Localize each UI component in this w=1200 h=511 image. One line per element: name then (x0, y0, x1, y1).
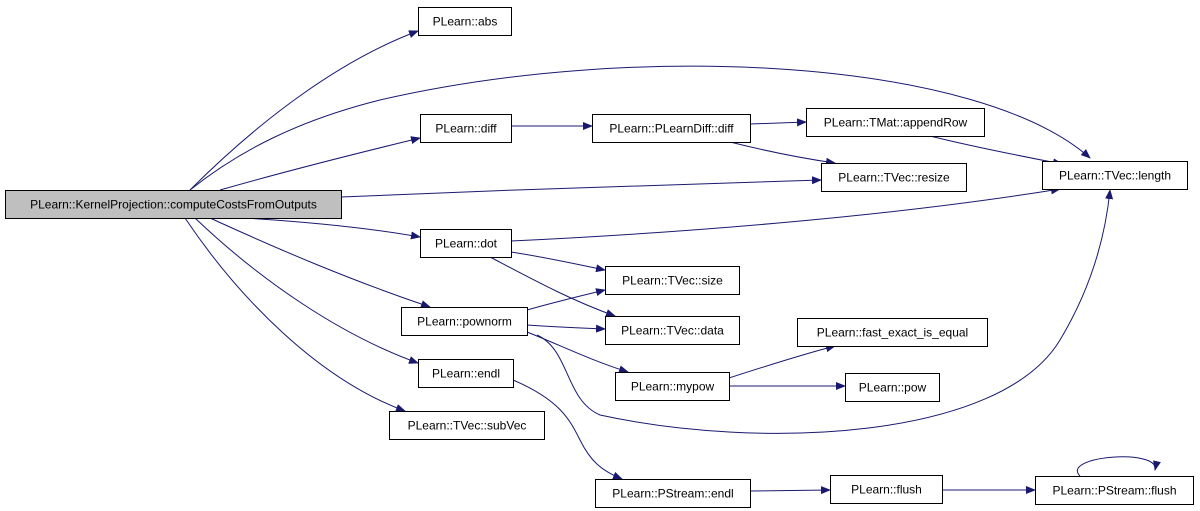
node-box (845, 373, 940, 402)
node-box (420, 114, 512, 143)
node-dot[interactable]: PLearn::dot (420, 229, 512, 258)
node-fastexact[interactable]: PLearn::fast_exact_is_equal (797, 318, 988, 347)
node-box (821, 163, 967, 192)
edge-mypow-to-fastexact (728, 344, 836, 379)
node-box (595, 479, 751, 508)
node-box (592, 114, 751, 143)
node-appendrow[interactable]: PLearn::TMat::appendRow (806, 108, 985, 137)
node-endl[interactable]: PLearn::endl (418, 359, 514, 388)
node-pldiff[interactable]: PLearn::PLearnDiff::diff (592, 114, 751, 143)
edge-pownorm-to-data (526, 324, 606, 333)
edge-endl-to-pendl (512, 379, 623, 480)
node-label: PLearn::PLearnDiff::diff (609, 122, 734, 136)
node-label: PLearn::TVec::data (621, 324, 724, 338)
edge-pldiff-to-resize (729, 141, 836, 166)
edge-root-to-subvec (184, 217, 406, 412)
node-flush[interactable]: PLearn::flush (830, 475, 943, 504)
node-label: PLearn::pownorm (417, 315, 512, 329)
edge-root-to-length (189, 65, 1091, 191)
edge-root-to-diff (219, 136, 421, 191)
edge-dot-to-size (510, 251, 606, 273)
node-box (1042, 161, 1188, 190)
node-label: PLearn::dot (435, 237, 498, 251)
node-mypow[interactable]: PLearn::mypow (615, 372, 730, 401)
edge-root-to-endl (194, 217, 419, 364)
node-box (5, 190, 342, 219)
edge-pldiff-to-appendrow (749, 118, 807, 127)
edge-root-to-abs (189, 30, 419, 191)
node-label: PLearn::TVec::subVec (408, 419, 527, 433)
node-box (401, 307, 528, 336)
node-size[interactable]: PLearn::TVec::size (605, 266, 740, 295)
edge-dot-to-length (510, 186, 1061, 242)
node-label: PLearn::TVec::length (1059, 169, 1171, 183)
node-box (605, 316, 740, 345)
edge-pownorm-to-length (536, 189, 1114, 434)
node-label: PLearn::KernelProjection::computeCostsFr… (30, 198, 317, 212)
node-abs[interactable]: PLearn::abs (418, 7, 512, 36)
edge-pownorm-to-size (526, 288, 606, 311)
node-pflush[interactable]: PLearn::PStream::flush (1035, 476, 1194, 505)
edge-root-to-resize (340, 176, 822, 198)
node-label: PLearn::TMat::appendRow (824, 116, 968, 130)
node-label: PLearn::pow (859, 381, 927, 395)
node-pownorm[interactable]: PLearn::pownorm (401, 307, 528, 336)
node-resize[interactable]: PLearn::TVec::resize (821, 163, 967, 192)
node-label: PLearn::TVec::size (622, 274, 723, 288)
node-pendl[interactable]: PLearn::PStream::endl (595, 479, 751, 508)
node-box (418, 7, 512, 36)
node-box (605, 266, 740, 295)
node-box (806, 108, 985, 137)
node-label: PLearn::TVec::resize (838, 171, 950, 185)
node-box (615, 372, 730, 401)
node-box (830, 475, 943, 504)
edge-dot-to-data (489, 256, 616, 317)
node-subvec[interactable]: PLearn::TVec::subVec (389, 411, 545, 440)
node-label: PLearn::fast_exact_is_equal (817, 326, 968, 340)
node-box (797, 318, 988, 347)
node-pow[interactable]: PLearn::pow (845, 373, 940, 402)
node-box (1035, 476, 1194, 505)
node-label: PLearn::flush (851, 483, 922, 497)
node-label: PLearn::PStream::endl (612, 487, 733, 501)
edge-appendrow-to-length (929, 135, 1063, 167)
node-box (418, 359, 514, 388)
edge-root-to-pownorm (209, 217, 431, 308)
node-data[interactable]: PLearn::TVec::data (605, 316, 740, 345)
node-label: PLearn::abs (433, 15, 498, 29)
node-length[interactable]: PLearn::TVec::length (1042, 161, 1188, 190)
node-label: PLearn::endl (432, 367, 500, 381)
node-label: PLearn::PStream::flush (1052, 484, 1176, 498)
node-label: PLearn::diff (435, 122, 497, 136)
node-diff[interactable]: PLearn::diff (420, 114, 512, 143)
node-box (389, 411, 545, 440)
node-label: PLearn::mypow (631, 380, 715, 394)
edge-pownorm-to-mypow (526, 331, 629, 374)
edge-root-to-dot (244, 217, 421, 240)
node-box (420, 229, 512, 258)
node-root[interactable]: PLearn::KernelProjection::computeCostsFr… (5, 190, 342, 219)
edge-pflush-to-pflush (1076, 456, 1161, 477)
edge-pendl-to-flush (749, 486, 831, 495)
